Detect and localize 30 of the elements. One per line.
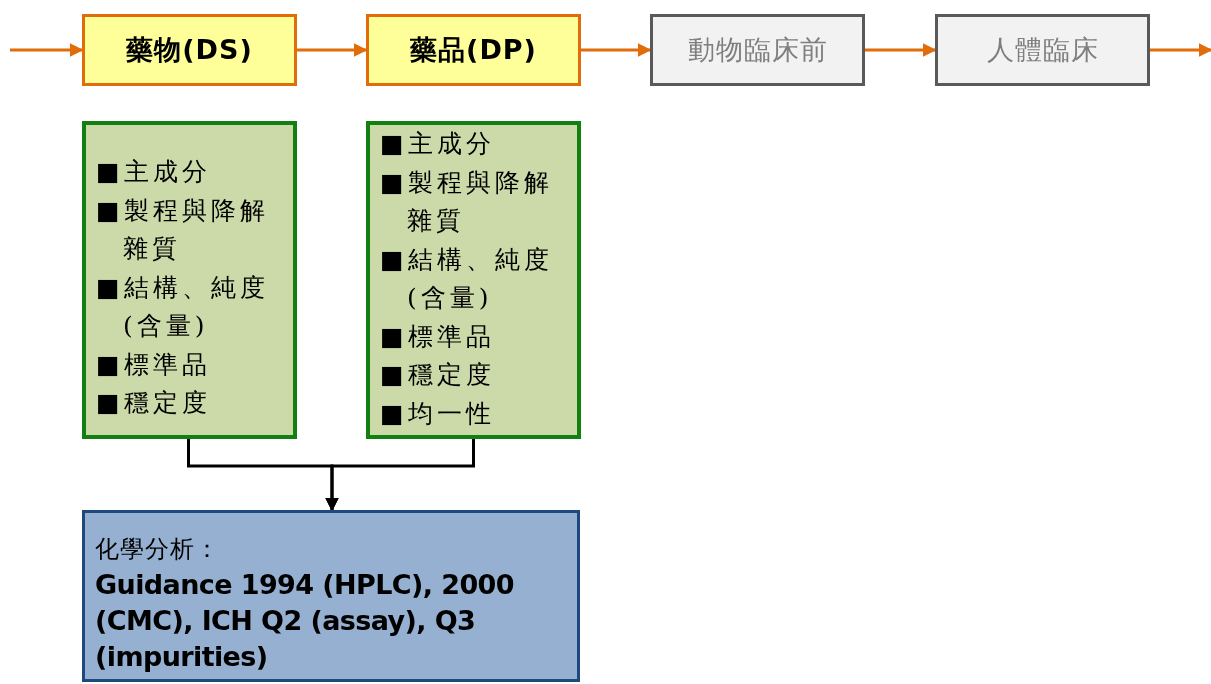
list-item: ■標準品 — [96, 348, 212, 381]
list-item: ■結構、純度(含量) — [380, 243, 554, 314]
stage-label: 藥品(DP) — [410, 33, 537, 67]
stage-box — [935, 14, 1150, 86]
arrow — [581, 43, 652, 57]
list-item: ■標準品 — [380, 320, 496, 353]
stage-label: 動物臨床前 — [687, 33, 828, 67]
arrow — [1150, 43, 1211, 57]
list-item: ■均一性 — [380, 397, 496, 430]
analysis-text: Guidance 1994 (HPLC), 2000 (CMC), ICH Q2 (assay), Q3 (impurities) — [95, 568, 515, 674]
stage-box — [650, 14, 865, 86]
arrow — [865, 43, 937, 57]
list-item: ■結構、純度(含量) — [96, 271, 270, 342]
analysis-heading: 化學分析： — [95, 534, 221, 565]
list-item: ■穩定度 — [96, 387, 212, 419]
stage-label: 藥物(DS) — [126, 33, 253, 67]
connector-arrow — [325, 439, 475, 512]
checklist-box — [82, 121, 297, 439]
stage-box — [366, 14, 581, 86]
list-item: ■製程與降解雜質 — [96, 194, 270, 265]
stage-label: 人體臨床 — [986, 33, 1099, 67]
analysis-box — [82, 510, 580, 682]
arrow — [10, 43, 84, 57]
list-item: ■主成分 — [96, 156, 212, 188]
arrow — [297, 43, 368, 57]
checklist-box — [366, 121, 581, 439]
list-item: ■主成分 — [380, 128, 496, 160]
stage-box — [82, 14, 297, 86]
list-item: ■穩定度 — [380, 359, 496, 391]
list-item: ■製程與降解雜質 — [380, 166, 554, 237]
